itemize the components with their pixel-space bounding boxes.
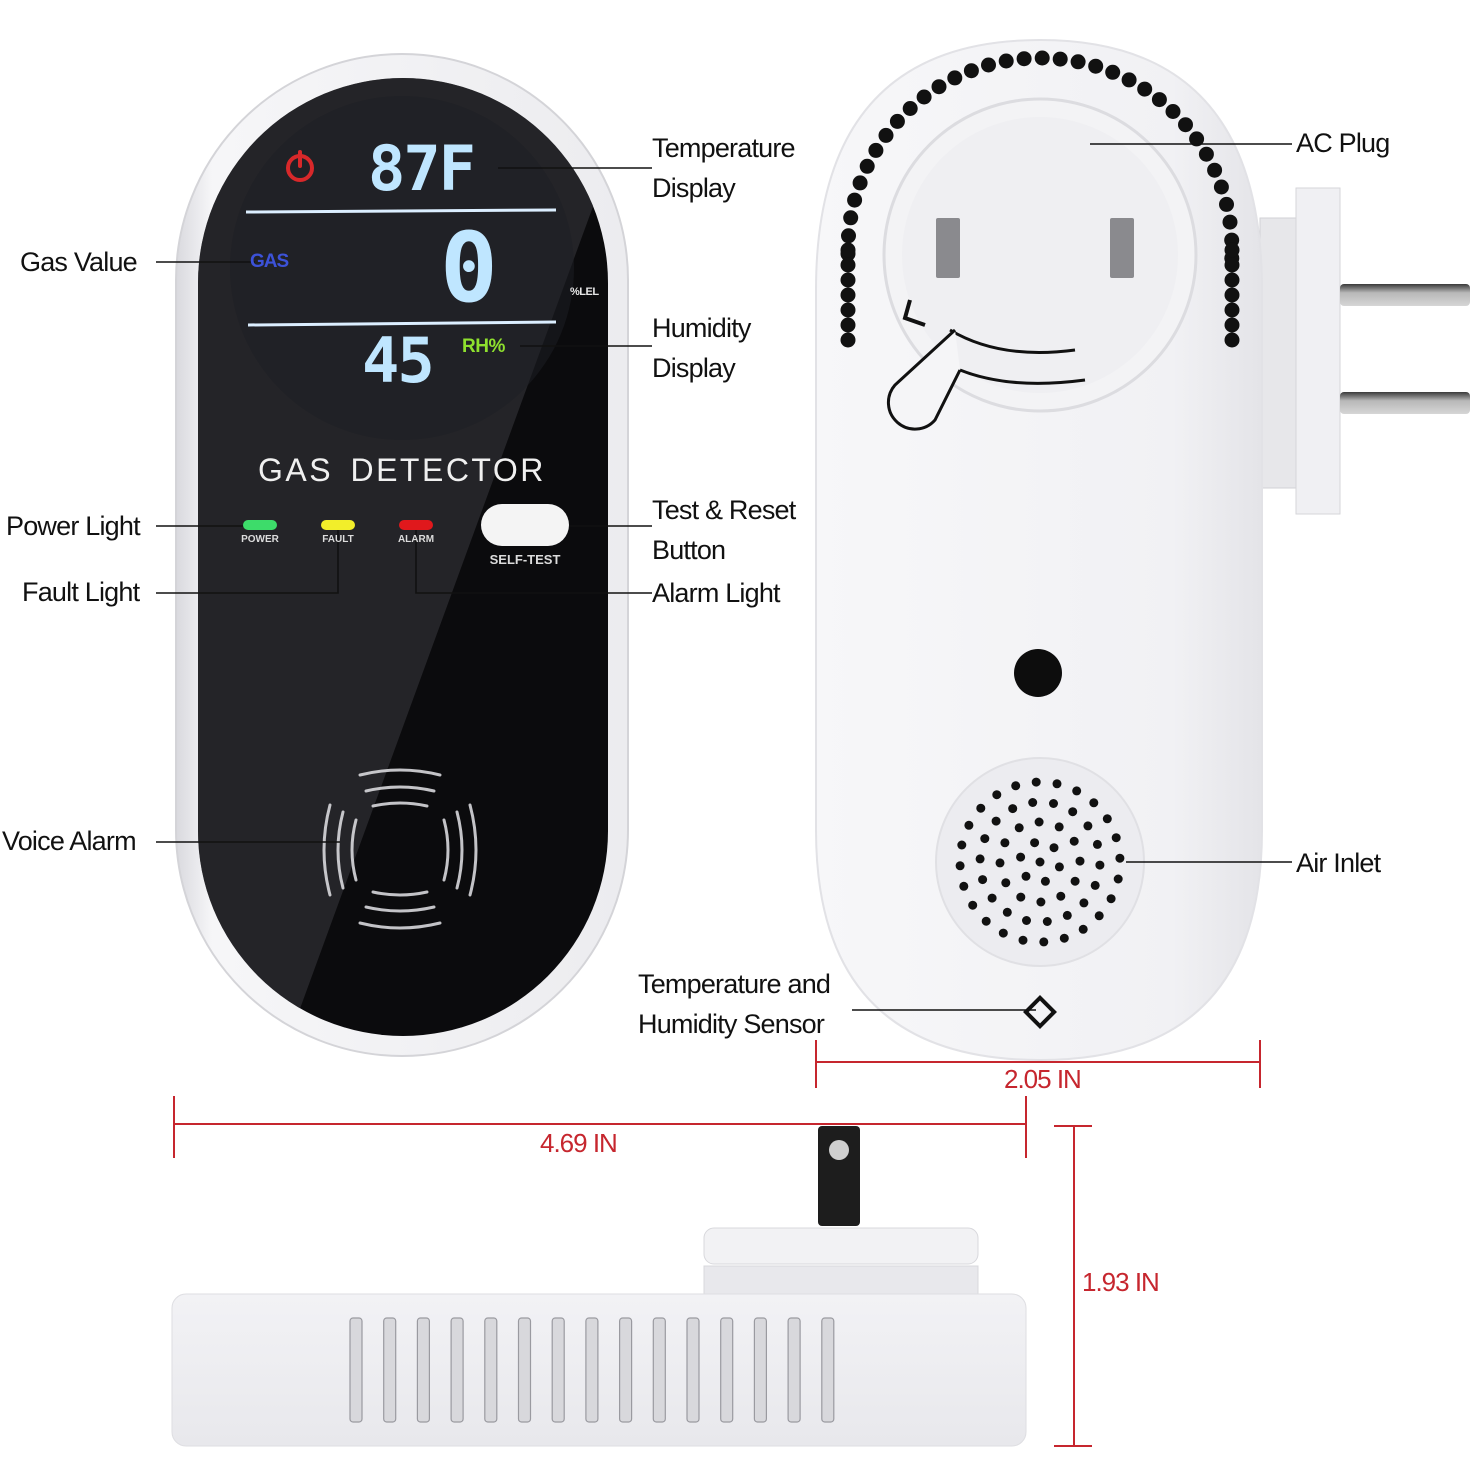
side-vent-slots <box>349 1317 835 1423</box>
lcd-display <box>245 150 557 327</box>
sensor-icon <box>1023 995 1057 1029</box>
callout-alarm-light: Alarm Light <box>652 578 781 608</box>
prong-top <box>1340 284 1470 306</box>
callout-fault-light: Fault Light <box>22 577 140 607</box>
side-view <box>171 1126 1027 1447</box>
dimension-lines <box>173 1040 1261 1447</box>
speaker-arcs <box>322 768 478 930</box>
callout-test-reset-button: Test & Reset Button <box>652 495 796 565</box>
dimension-depth: 1.93 IN <box>1082 1267 1160 1297</box>
temperature-value: 87 <box>368 132 441 205</box>
vent-holes <box>840 50 1240 348</box>
humidity-unit: RH% <box>462 336 505 357</box>
callout-power-light: Power Light <box>6 511 141 541</box>
indicator-power: POWER <box>240 520 280 545</box>
callout-temperature-display: Temperature Display <box>652 133 796 203</box>
hole-icon <box>1014 649 1062 697</box>
gas-label: GAS <box>250 251 289 272</box>
dimension-width: 2.05 IN <box>1004 1064 1082 1094</box>
temperature-reading: 87F <box>368 136 476 202</box>
indicator-alarm: ALARM <box>396 520 436 545</box>
humidity-value: 45 <box>362 324 435 397</box>
callout-air-inlet: Air Inlet <box>1296 848 1381 878</box>
prong-bottom <box>1340 392 1470 414</box>
gas-unit: %LEL <box>570 286 599 298</box>
dimension-length: 4.69 IN <box>540 1128 618 1158</box>
air-inlet-holes <box>955 777 1125 947</box>
alarm-led-label: ALARM <box>397 534 435 545</box>
fault-led <box>321 520 355 530</box>
front-view <box>175 53 629 1057</box>
temperature-unit: F <box>438 132 476 205</box>
callout-gas-value: Gas Value <box>20 247 138 277</box>
indicator-fault: FAULT <box>318 520 358 545</box>
self-test-button[interactable] <box>481 504 569 546</box>
callout-ac-plug: AC Plug <box>1296 128 1390 158</box>
gas-value: 0 <box>440 212 498 324</box>
product-name: GAS DETECTOR <box>258 452 546 488</box>
power-led <box>243 520 277 530</box>
callout-humidity-display: Humidity Display <box>652 313 751 383</box>
back-view <box>815 38 1470 1062</box>
fault-led-label: FAULT <box>322 534 354 545</box>
callout-temp-humidity-sensor: Temperature and Humidity Sensor <box>638 969 831 1039</box>
alarm-led <box>399 520 433 530</box>
callout-voice-alarm: Voice Alarm <box>2 826 137 856</box>
power-led-label: POWER <box>241 534 279 545</box>
self-test-label: SELF-TEST <box>489 552 561 567</box>
